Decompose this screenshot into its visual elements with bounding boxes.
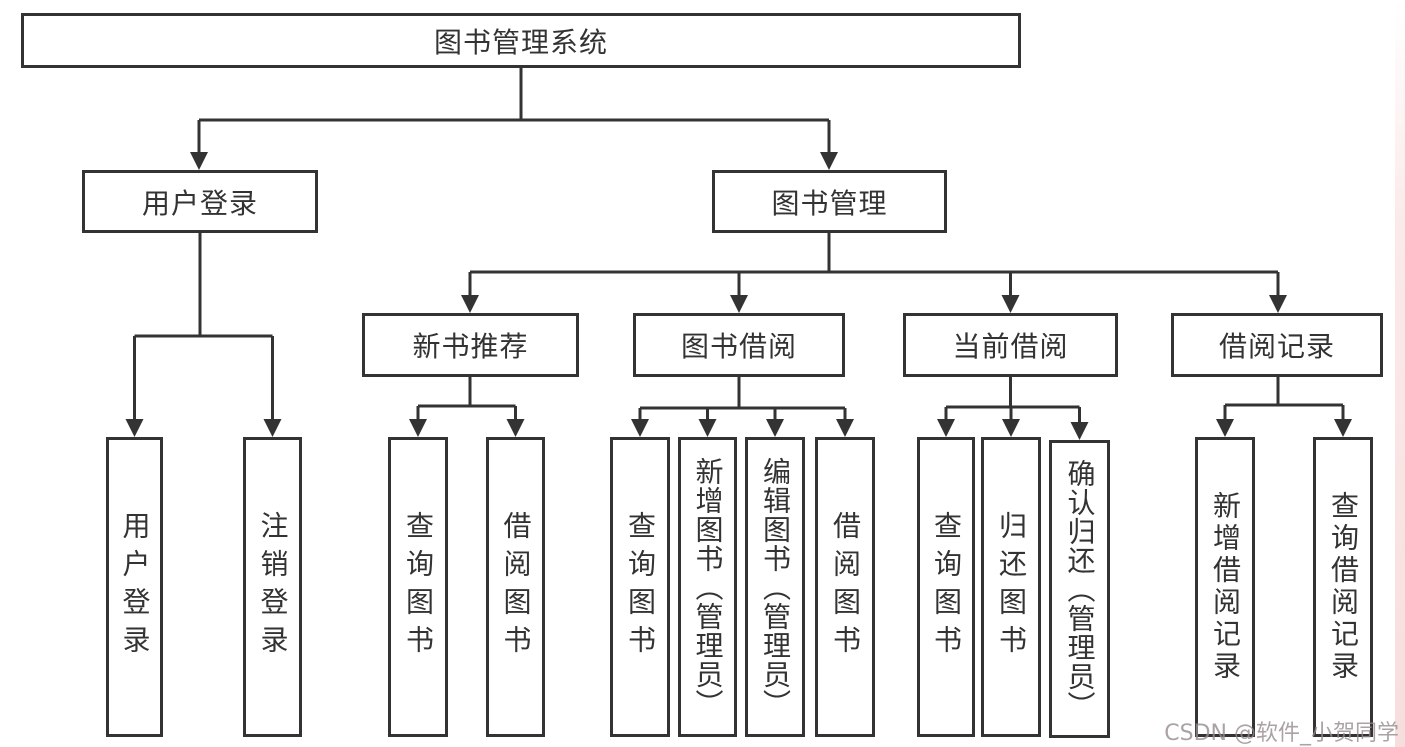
- right-edge-tint: [1395, 0, 1405, 747]
- leaf-add-books-admin-label: 新增图书（管理员）: [691, 456, 725, 718]
- leaf-query-books-current: 查询图书: [917, 437, 975, 737]
- csdn-watermark: CSDN @软件_小贺同学: [1164, 721, 1399, 746]
- leaf-logout: 注销登录: [243, 437, 302, 737]
- leaf-edit-books-admin: 编辑图书（管理员）: [745, 437, 805, 737]
- node-library-system: 图书管理系统: [21, 13, 1021, 68]
- leaf-query-books-borrowing-label: 查询图书: [624, 511, 657, 663]
- node-book-borrowing: 图书借阅: [633, 313, 845, 377]
- node-current-borrowing: 当前借阅: [903, 313, 1118, 377]
- leaf-query-borrow-record: 查询借阅记录: [1313, 437, 1373, 737]
- leaf-query-books-recommend-label: 查询图书: [402, 511, 435, 663]
- node-new-book-recommend: 新书推荐: [362, 313, 579, 377]
- node-book-borrowing-label: 图书借阅: [680, 330, 797, 363]
- leaf-query-books-current-label: 查询图书: [930, 511, 963, 663]
- node-current-borrowing-label: 当前借阅: [952, 330, 1069, 363]
- leaf-query-books-recommend: 查询图书: [388, 437, 448, 737]
- leaf-query-books-borrowing: 查询图书: [610, 437, 670, 737]
- leaf-edit-books-admin-label: 编辑图书（管理员）: [759, 456, 792, 718]
- node-borrow-records-label: 借阅记录: [1218, 330, 1335, 363]
- leaf-return-books-label: 归还图书: [995, 511, 1028, 663]
- leaf-return-books: 归还图书: [981, 437, 1041, 737]
- node-book-management-label: 图书管理: [771, 186, 888, 220]
- leaf-user-login-label: 用户登录: [118, 511, 152, 663]
- leaf-borrow-books: 借阅图书: [815, 437, 875, 737]
- leaf-borrow-books-label: 借阅图书: [829, 511, 862, 663]
- node-new-book-recommend-label: 新书推荐: [412, 330, 529, 363]
- leaf-add-borrow-record: 新增借阅记录: [1195, 437, 1255, 737]
- leaf-logout-label: 注销登录: [256, 511, 290, 663]
- leaf-confirm-return-admin-label: 确认归还（管理员）: [1063, 458, 1097, 720]
- leaf-query-borrow-record-label: 查询借阅记录: [1327, 491, 1360, 683]
- leaf-confirm-return-admin: 确认归还（管理员）: [1049, 440, 1110, 738]
- leaf-add-borrow-record-label: 新增借阅记录: [1209, 491, 1242, 683]
- node-library-system-label: 图书管理系统: [433, 25, 608, 59]
- node-user-login-label: 用户登录: [141, 186, 258, 220]
- leaf-borrow-books-recommend-label: 借阅图书: [499, 511, 533, 663]
- leaf-user-login: 用户登录: [106, 437, 163, 737]
- leaf-add-books-admin: 新增图书（管理员）: [678, 437, 737, 737]
- node-book-management: 图书管理: [712, 170, 947, 233]
- node-borrow-records: 借阅记录: [1171, 313, 1383, 377]
- leaf-borrow-books-recommend: 借阅图书: [486, 437, 545, 737]
- node-user-login: 用户登录: [82, 170, 318, 233]
